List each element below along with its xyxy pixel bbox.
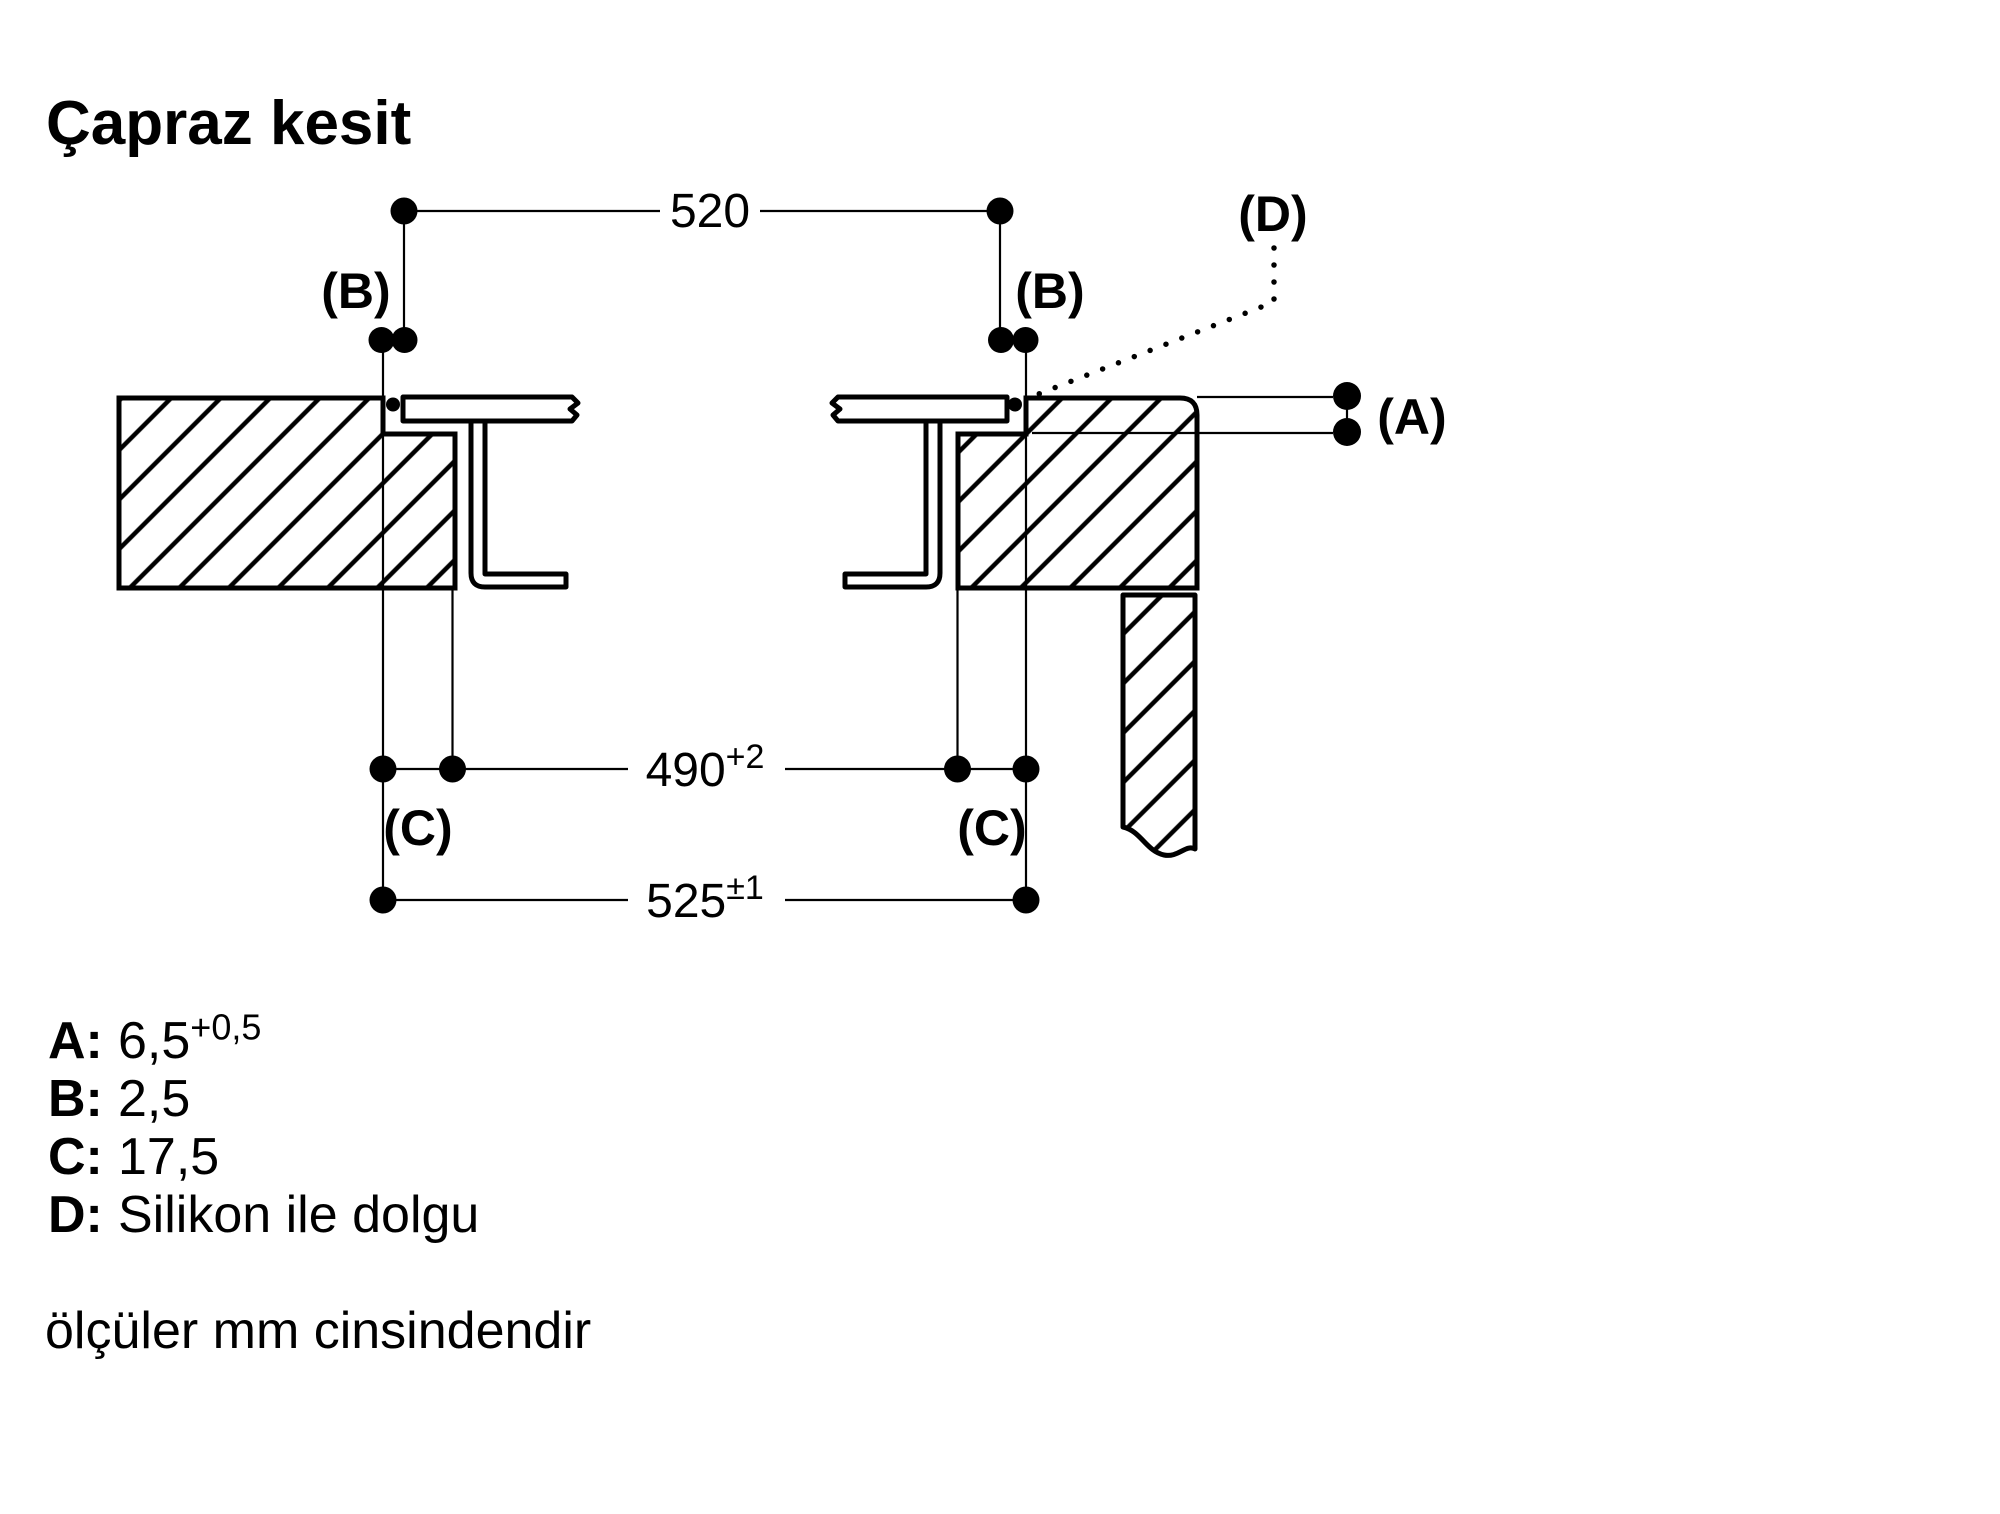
legend-key-b: B: bbox=[48, 1070, 103, 1128]
dim-520-dot-right bbox=[986, 197, 1014, 225]
dim-490-dot bbox=[369, 755, 397, 783]
dim-490-value: 490+2 bbox=[646, 738, 765, 797]
page-title: Çapraz kesit bbox=[46, 89, 412, 158]
b-double-dot bbox=[368, 327, 395, 353]
legend-value-b: 2,5 bbox=[118, 1070, 191, 1128]
legend-value-a: 6,5 bbox=[118, 1012, 191, 1070]
dim-490-dot bbox=[1012, 755, 1040, 783]
b-double-dot bbox=[1012, 327, 1039, 353]
right-assembly bbox=[829, 394, 1200, 858]
legend-value-d: Silikon ile dolgu bbox=[118, 1186, 480, 1244]
legend-row-d: D: Silikon ile dolgu bbox=[48, 1186, 479, 1244]
silicone-joint-dot-right bbox=[1008, 397, 1022, 412]
legend-value-a-tolerance: +0,5 bbox=[190, 1006, 262, 1048]
dim-525-value: 525±1 bbox=[646, 869, 764, 928]
label-c-right: (C) bbox=[957, 800, 1026, 856]
label-a: (A) bbox=[1377, 389, 1446, 445]
mounting-bracket-right bbox=[842, 418, 943, 590]
legend-key-c: C: bbox=[48, 1128, 103, 1186]
cooktop-plate-right bbox=[829, 394, 1010, 424]
b-double-dot bbox=[988, 327, 1014, 353]
units-note: ölçüler mm cinsindendir bbox=[45, 1302, 592, 1360]
b-double-dot bbox=[391, 327, 418, 353]
cabinet-side-panel bbox=[1120, 592, 1198, 858]
legend-key-d: D: bbox=[48, 1186, 103, 1244]
mounting-bracket-left bbox=[468, 418, 569, 590]
legend-row-a: A: 6,5+0,5 bbox=[48, 1009, 479, 1070]
label-b-right: (B) bbox=[1015, 263, 1084, 319]
dimension-lines bbox=[381, 209, 1349, 902]
silicone-leader-dotted-line bbox=[1033, 245, 1277, 398]
dim-520-value: 520 bbox=[670, 185, 750, 238]
dim-525-dot bbox=[369, 886, 397, 914]
left-assembly bbox=[116, 394, 581, 591]
label-b-left: (B) bbox=[321, 263, 390, 319]
silicone-joint-dot-left bbox=[386, 397, 400, 412]
legend-row-c: C: 17,5 bbox=[48, 1128, 479, 1186]
cooktop-plate-left bbox=[400, 394, 581, 424]
reference-labels: (B) (B) (D) (A) (C) (C) bbox=[321, 186, 1446, 856]
dim-525-dot bbox=[1012, 886, 1040, 914]
dim-490-dot bbox=[439, 755, 466, 783]
dim-a-dot bbox=[1333, 418, 1361, 446]
legend: A: 6,5+0,5 B: 2,5 C: 17,5 D: Silikon ile dol… bbox=[48, 1009, 479, 1244]
label-c-left: (C) bbox=[383, 800, 452, 856]
legend-row-b: B: 2,5 bbox=[48, 1070, 479, 1128]
dim-490-dot bbox=[944, 755, 971, 783]
dim-a-dot bbox=[1333, 382, 1361, 410]
dimension-texts: 520 490+2 525±1 bbox=[646, 185, 765, 928]
countertop-right bbox=[955, 395, 1200, 591]
label-d: (D) bbox=[1238, 186, 1307, 242]
legend-key-a: A: bbox=[48, 1012, 103, 1070]
dim-520-dot-left bbox=[390, 197, 418, 225]
legend-value-c: 17,5 bbox=[118, 1128, 220, 1186]
countertop-left bbox=[116, 395, 458, 591]
dimension-endpoint-dots bbox=[368, 197, 1361, 914]
